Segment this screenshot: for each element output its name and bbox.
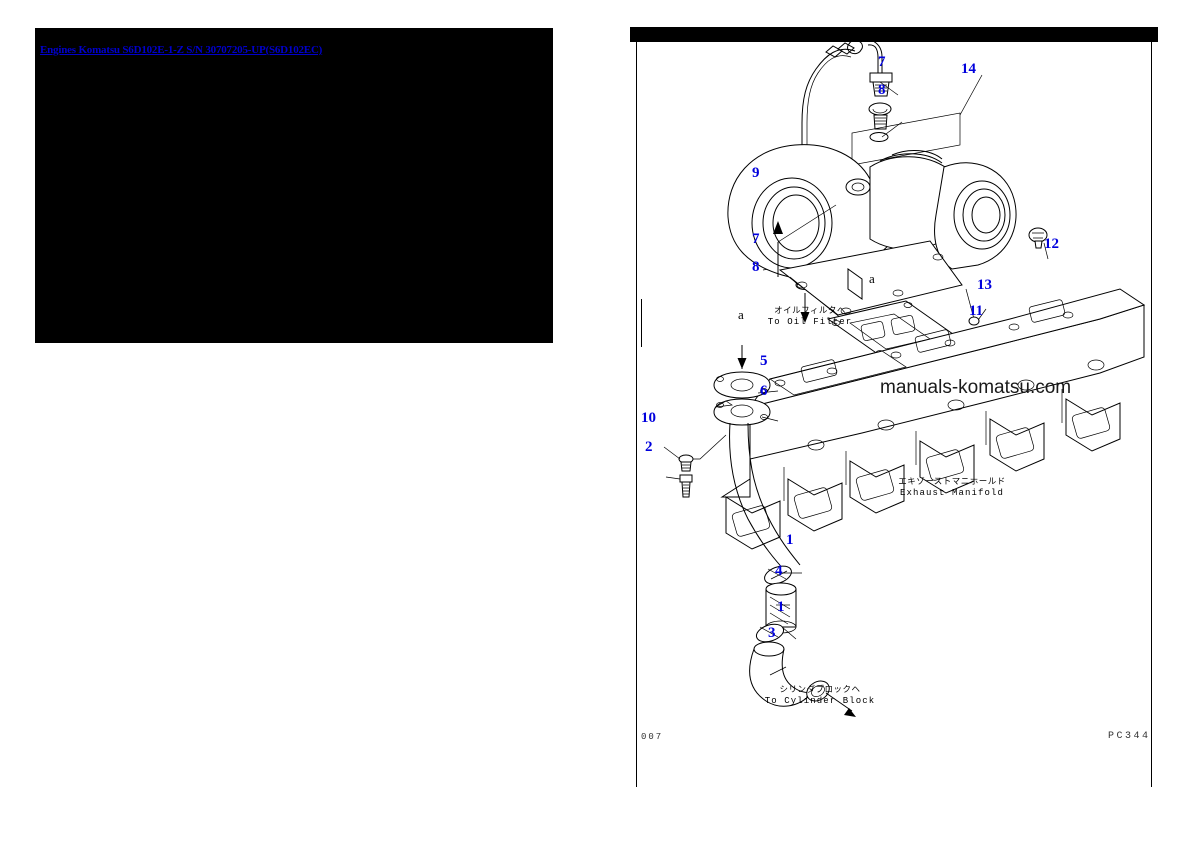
callout-8-mid: 8	[752, 259, 760, 275]
caption-exhaust-manifold: エキゾーストマニホールド Exhaust Manifold	[878, 477, 1026, 498]
callout-8-top: 8	[878, 82, 886, 98]
engine-model-title-link[interactable]: Engines Komatsu S6D102E-1-Z S/N 30707205…	[40, 44, 323, 56]
callout-12: 12	[1044, 236, 1059, 252]
callout-14: 14	[961, 61, 976, 77]
leader-3	[769, 666, 787, 676]
turbocharger-assembly	[727, 144, 1017, 320]
hose-clamp-upper	[764, 565, 792, 585]
leader-14	[959, 74, 983, 116]
callout-5: 5	[760, 353, 768, 369]
sheet-page-number-right: PC344	[1108, 731, 1151, 742]
diagram-sheet: manuals-komatsu.com	[630, 27, 1158, 787]
callout-7-top: 7	[878, 54, 886, 70]
elbow-tube-item-3	[749, 641, 830, 707]
caption-to-cylinder-block: シリンダブロックヘ To Cylinder Block	[750, 685, 890, 706]
hose-clamp-lower	[755, 623, 785, 643]
caption-to-oil-filter-jp: オイルフィルタヘ	[774, 306, 846, 316]
leader-12	[1043, 242, 1049, 260]
parts-image-placeholder: Engines Komatsu S6D102E-1-Z S/N 30707205…	[35, 28, 553, 343]
section-marker-a-upper: a	[869, 271, 875, 286]
callout-13: 13	[977, 277, 992, 293]
section-arrow-a-upper	[773, 204, 837, 277]
leader-10	[663, 446, 681, 460]
callout-10: 10	[641, 410, 656, 426]
stud-hole-13	[968, 316, 980, 326]
caption-exhaust-manifold-en: Exhaust Manifold	[899, 487, 1004, 498]
callout-6: 6	[760, 383, 768, 399]
sheet-frame-left-border	[636, 42, 637, 787]
leader-7-top	[879, 81, 899, 96]
caption-exhaust-manifold-jp: エキゾーストマニホールド	[898, 477, 1006, 487]
callout-4: 4	[775, 563, 783, 579]
sheet-frame-inner-tick	[641, 299, 642, 347]
callout-1-upper: 1	[786, 532, 794, 548]
washer-gasket-upper	[868, 102, 892, 130]
caption-to-oil-filter-en: To Oil Filter	[767, 316, 853, 327]
assembly-line-drawing	[663, 39, 1146, 717]
leader-6	[761, 416, 779, 422]
callout-11: 11	[969, 303, 984, 319]
caption-to-cylinder-block-jp: シリンダブロックヘ	[779, 685, 861, 695]
leader-5	[757, 390, 779, 394]
bolt-item-12	[1028, 227, 1048, 249]
section-marker-a-lower: a	[738, 307, 744, 322]
exhaust-manifold	[720, 288, 1146, 550]
leader-13-upper	[965, 288, 975, 320]
caption-to-oil-filter: オイルフィルタヘ To Oil Filter	[752, 306, 868, 327]
caption-to-cylinder-block-en: To Cylinder Block	[764, 695, 876, 706]
sheet-page-number-left: 007	[641, 732, 664, 742]
oil-supply-tube-upper	[801, 39, 883, 169]
callout-3: 3	[768, 625, 776, 641]
sheet-top-bar	[630, 27, 1158, 42]
leader-2	[665, 476, 681, 480]
seal-washer-upper	[869, 132, 889, 142]
callout-7-mid: 7	[752, 231, 760, 247]
leader-1-lower	[781, 626, 797, 640]
site-watermark: manuals-komatsu.com	[880, 377, 1072, 398]
callout-2: 2	[645, 439, 653, 455]
sheet-frame-right-border	[1151, 42, 1152, 787]
oil-return-tube-assembly	[678, 345, 856, 717]
callout-9: 9	[752, 165, 760, 181]
callout-1-lower: 1	[777, 599, 785, 615]
rubber-hose	[765, 582, 797, 634]
